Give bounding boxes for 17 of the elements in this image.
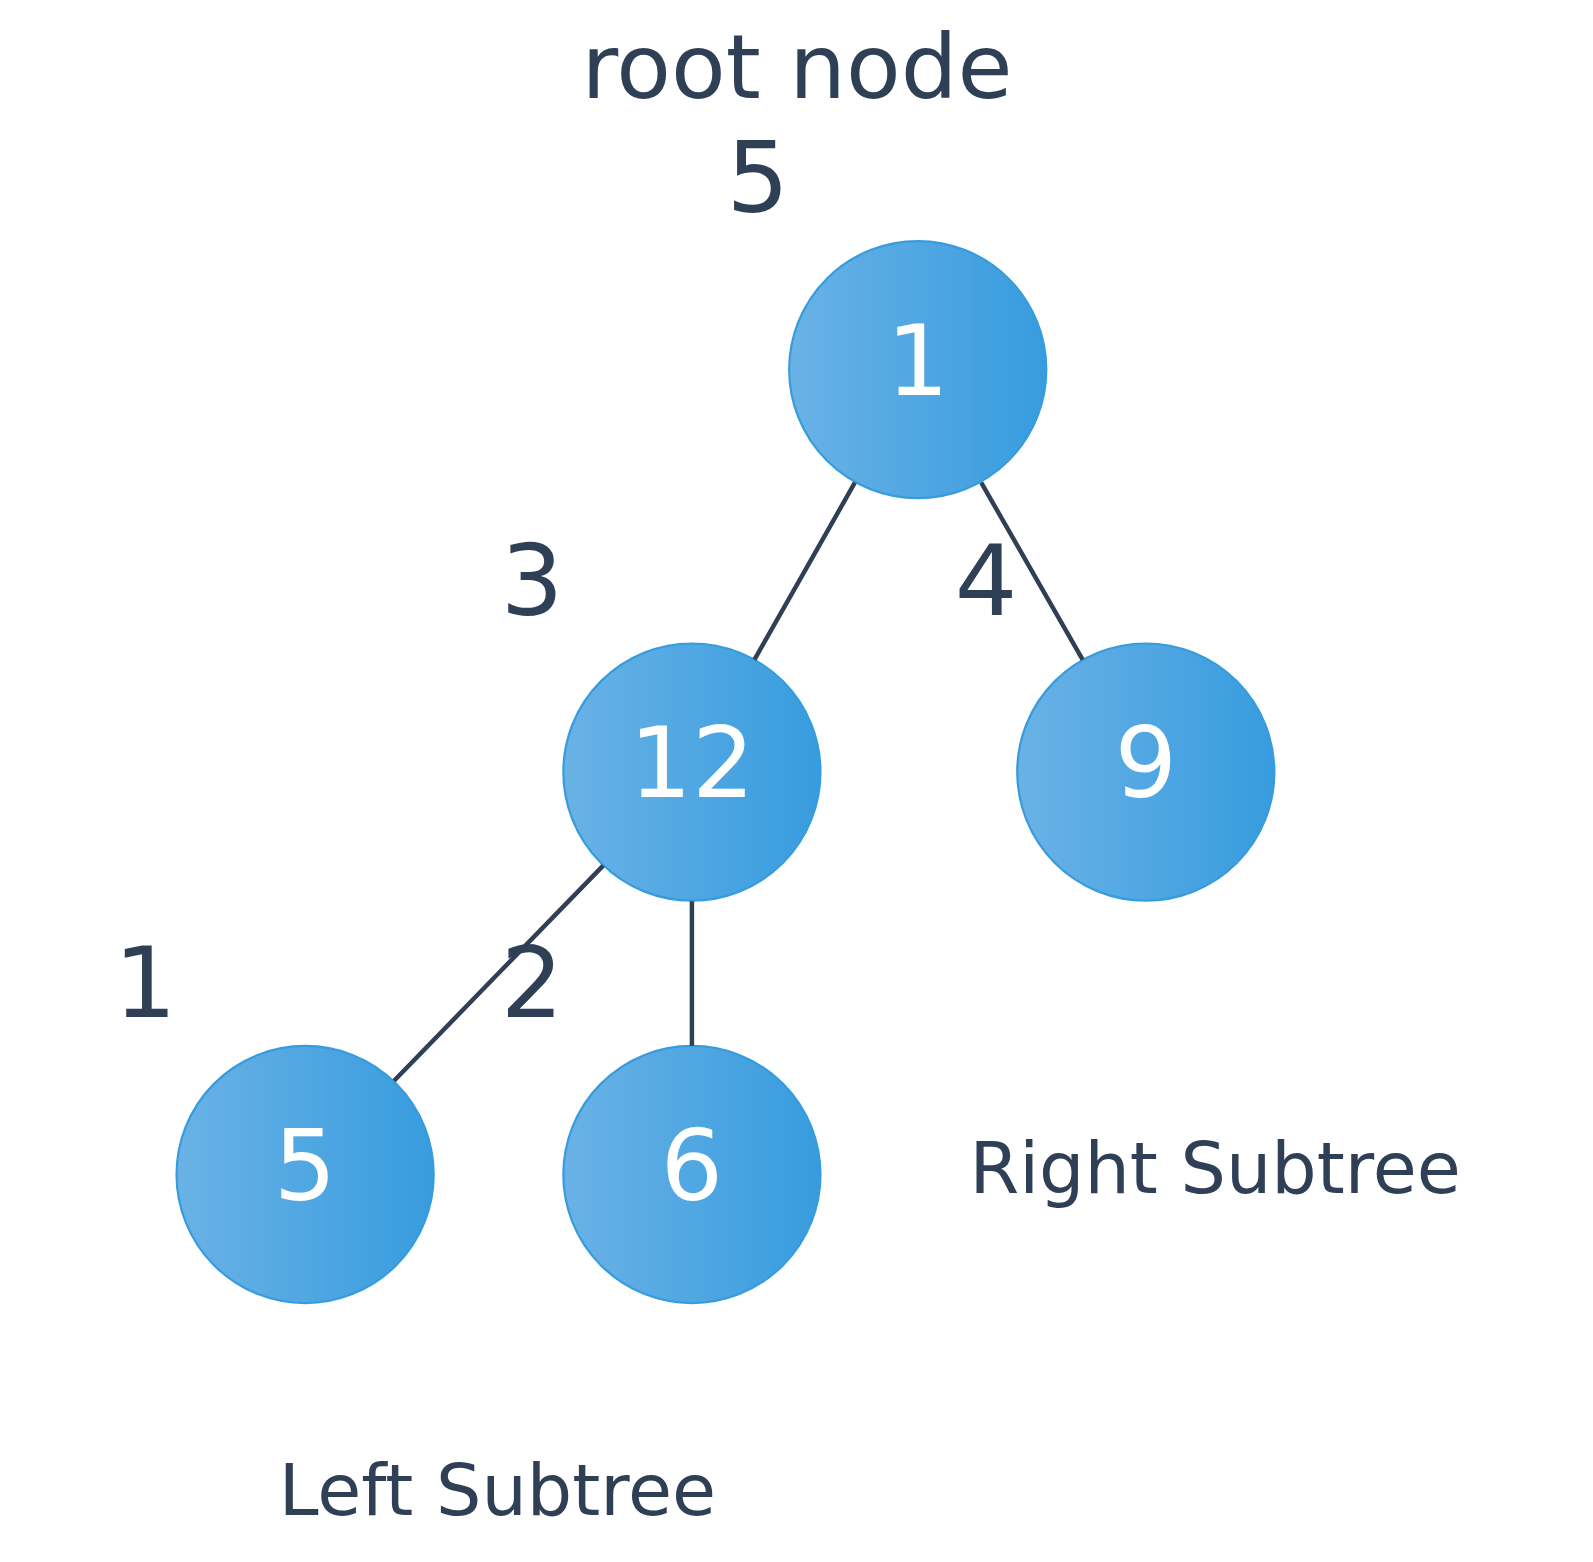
node-label: 4: [954, 523, 1017, 638]
connector: [689, 901, 694, 1046]
label: Left Subtree: [278, 1448, 716, 1532]
node-label: 1: [113, 926, 177, 1041]
label: Right Subtree: [969, 1126, 1461, 1210]
diagram-title: root node: [581, 14, 1012, 119]
node-label: 2: [500, 926, 563, 1041]
node-label: 3: [500, 523, 563, 638]
node-label: 5: [726, 121, 789, 236]
connector: [978, 481, 1085, 661]
node-circle: 6: [561, 1044, 822, 1305]
node-circle: 1: [787, 239, 1047, 500]
node-circle: 12: [561, 642, 822, 902]
node-circle: 9: [1015, 642, 1275, 902]
connector: [752, 481, 857, 661]
connector: [392, 864, 605, 1083]
node-circle: 5: [174, 1044, 435, 1305]
